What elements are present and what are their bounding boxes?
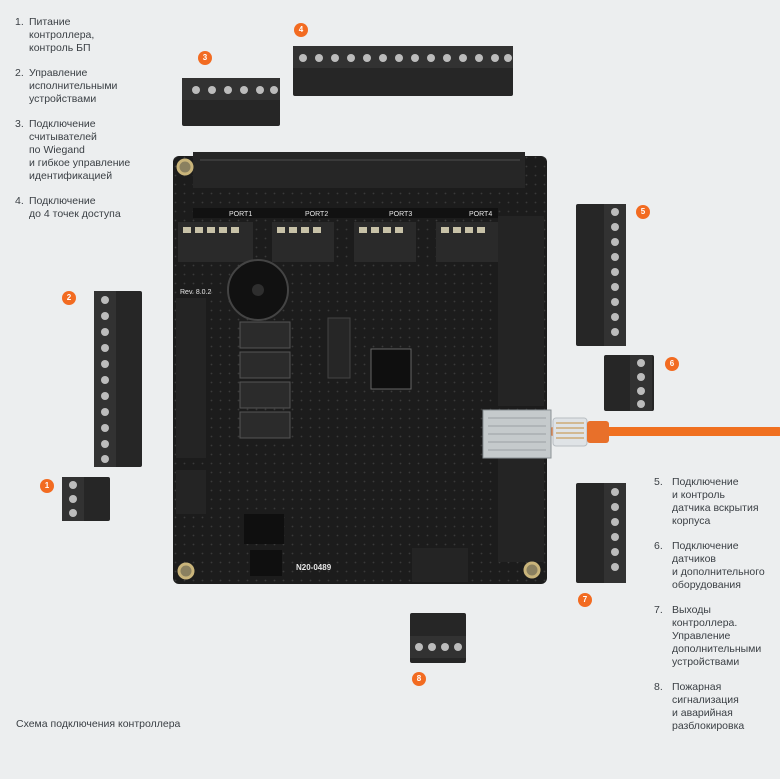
terminal-block-2 bbox=[94, 291, 142, 467]
legend-text: Подключение и контроль датчика вскрытия … bbox=[672, 476, 759, 527]
legend-num: 1. bbox=[15, 16, 24, 28]
legend-item-2: 2. Управление исполнительными устройствам… bbox=[15, 67, 165, 106]
badge-7: 7 bbox=[578, 593, 592, 607]
legend-text: Управление исполнительными устройствами bbox=[29, 67, 118, 105]
legend-left: 1. Питание контроллера, контроль БП 2. Упр… bbox=[15, 16, 165, 233]
legend-text: Подключение до 4 точек доступа bbox=[29, 195, 121, 220]
badge-1: 1 bbox=[40, 479, 54, 493]
port-label: PORT4 bbox=[469, 211, 492, 218]
badge-4: 4 bbox=[294, 23, 308, 37]
badge-3: 3 bbox=[198, 51, 212, 65]
legend-num: 6. bbox=[654, 540, 663, 552]
legend-text: Выходы контроллера. Управление дополните… bbox=[672, 604, 762, 668]
terminal-block-7 bbox=[576, 483, 626, 583]
terminal-block-6 bbox=[604, 355, 654, 411]
model-label: N20-0489 bbox=[296, 563, 332, 572]
port-label: PORT1 bbox=[229, 211, 252, 218]
legend-item-4: 4. Подключение до 4 точек доступа bbox=[15, 195, 165, 221]
legend-item-3: 3. Подключение считывателей по Wiegand и … bbox=[15, 118, 165, 183]
legend-num: 8. bbox=[654, 681, 663, 693]
terminal-block-3 bbox=[182, 78, 280, 126]
legend-item-6: 6. Подключение датчиков и дополнительного… bbox=[654, 540, 779, 592]
legend-num: 7. bbox=[654, 604, 663, 616]
ethernet-cable bbox=[550, 417, 780, 447]
legend-text: Питание контроллера, контроль БП bbox=[29, 16, 95, 54]
terminal-block-4 bbox=[293, 46, 513, 96]
terminal-block-8 bbox=[410, 613, 466, 663]
badge-2: 2 bbox=[62, 291, 76, 305]
legend-num: 5. bbox=[654, 476, 663, 488]
terminal-block-1 bbox=[62, 477, 110, 521]
port-label: PORT2 bbox=[305, 211, 328, 218]
terminal-block-5 bbox=[576, 204, 626, 346]
port-label: PORT3 bbox=[389, 211, 412, 218]
diagram-caption: Схема подключения контроллера bbox=[16, 718, 181, 730]
legend-text: Пожарная сигнализация и аварийная разбло… bbox=[672, 681, 745, 732]
legend-item-8: 8. Пожарная сигнализация и аварийная разб… bbox=[654, 681, 779, 733]
legend-item-5: 5. Подключение и контроль датчика вскрыти… bbox=[654, 476, 779, 528]
controller-board: PORT1 PORT2 PORT3 PORT4 Rev. 8.0.2 N20-0… bbox=[173, 152, 552, 584]
badge-5: 5 bbox=[636, 205, 650, 219]
legend-num: 4. bbox=[15, 195, 24, 207]
legend-item-1: 1. Питание контроллера, контроль БП bbox=[15, 16, 165, 55]
legend-item-7: 7. Выходы контроллера. Управление дополни… bbox=[654, 604, 779, 669]
legend-num: 3. bbox=[15, 118, 24, 130]
revision-label: Rev. 8.0.2 bbox=[180, 289, 211, 296]
badge-8: 8 bbox=[412, 672, 426, 686]
legend-text: Подключение считывателей по Wiegand и ги… bbox=[29, 118, 131, 182]
badge-6: 6 bbox=[665, 357, 679, 371]
legend-num: 2. bbox=[15, 67, 24, 79]
legend-text: Подключение датчиков и дополнительного о… bbox=[672, 540, 765, 591]
legend-right: 5. Подключение и контроль датчика вскрыти… bbox=[654, 476, 779, 745]
